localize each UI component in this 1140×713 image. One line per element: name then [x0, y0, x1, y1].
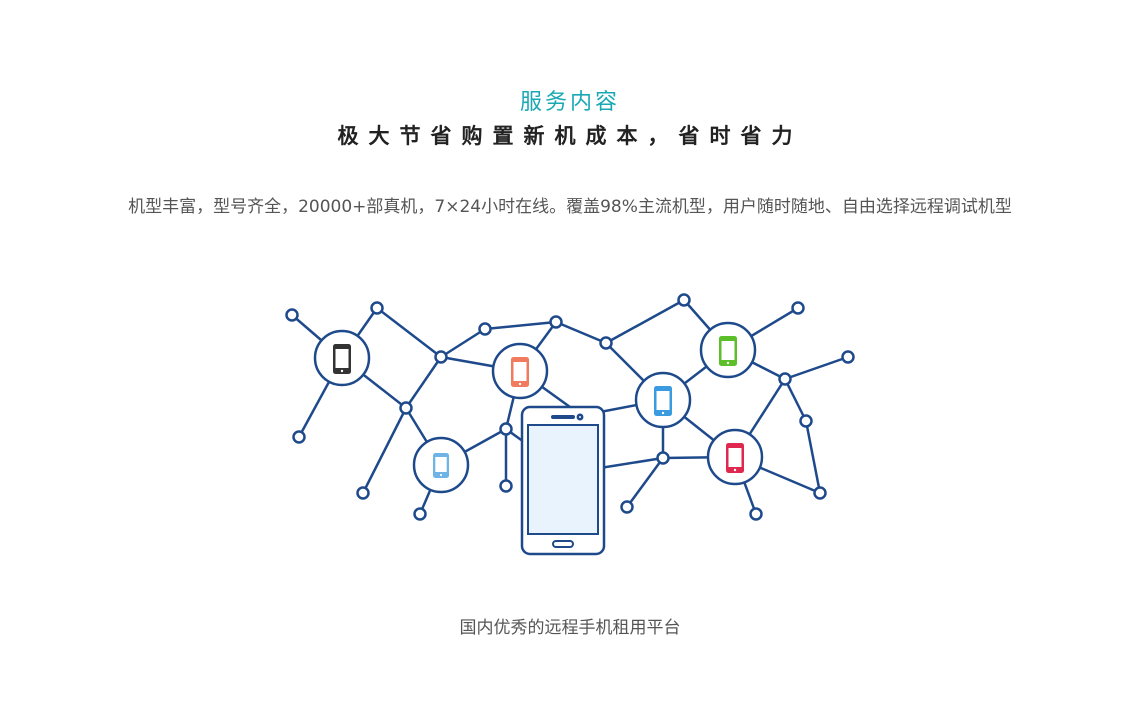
- phone-hub: [699, 321, 757, 379]
- phone-hub: [491, 342, 549, 400]
- phone-icon-blue: [654, 386, 672, 416]
- phone-icon-black: [333, 344, 351, 374]
- phone-hub: [412, 436, 470, 494]
- headline: 极大节省购置新机成本，省时省力: [337, 124, 803, 148]
- network-illustration: [285, 293, 855, 556]
- section-label: 服务内容: [519, 90, 620, 115]
- large-phone-icon: [520, 405, 606, 556]
- phone-icon-green: [719, 336, 737, 366]
- description: 机型丰富，型号齐全，20000+部真机，7×24小时在线。覆盖98%主流机型，用…: [128, 197, 1012, 217]
- phone-hub: [313, 329, 371, 387]
- phone-icon-orange: [511, 357, 529, 387]
- phone-icon-lightblue: [433, 453, 449, 478]
- tagline: 国内优秀的远程手机租用平台: [459, 618, 681, 638]
- phone-icon-red: [726, 443, 744, 473]
- phone-hub: [634, 371, 692, 429]
- phone-hub: [706, 428, 764, 486]
